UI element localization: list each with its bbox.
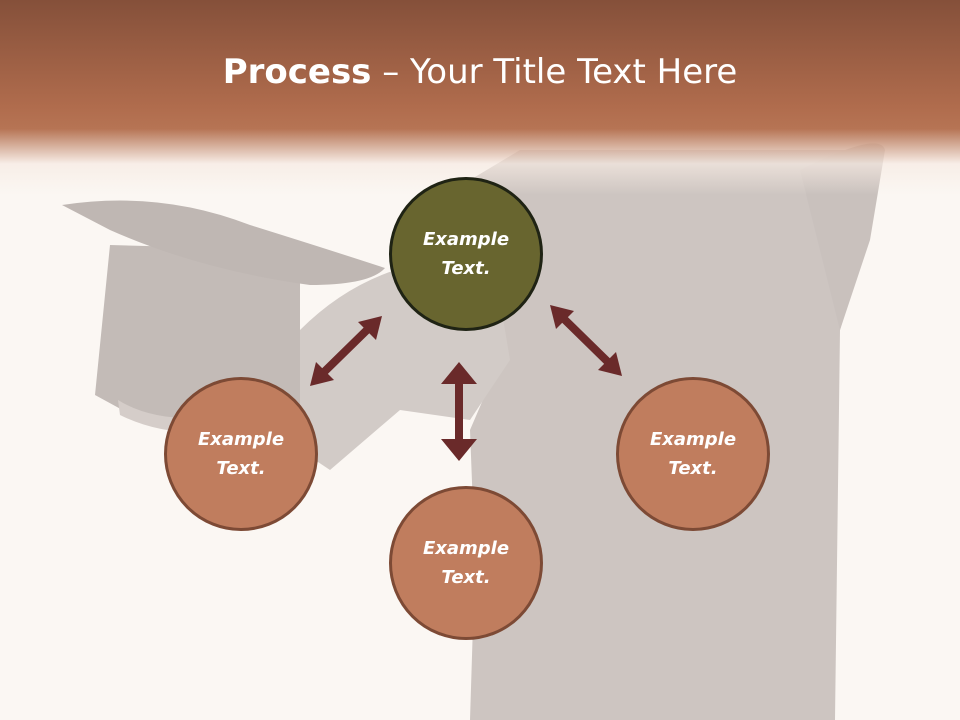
node-right: Example Text. [616,377,770,531]
arrow-center-left [310,316,382,386]
arrow-center-bottom [441,362,477,461]
node-center: Example Text. [389,177,543,331]
node-left-line2: Text. [216,458,266,479]
title-bold: Process [222,52,372,92]
node-right-line2: Text. [668,458,718,479]
node-center-line2: Text. [441,258,491,279]
slide-title: Process – Your Title Text Here [0,52,960,92]
arrow-center-right [550,305,622,376]
node-bottom-line1: Example [422,538,510,559]
node-left: Example Text. [164,377,318,531]
node-bottom: Example Text. [389,486,543,640]
node-left-line1: Example [197,429,285,450]
node-center-line1: Example [422,229,510,250]
title-rest: – Your Title Text Here [371,52,738,92]
header-band [0,0,960,195]
node-bottom-line2: Text. [441,567,491,588]
node-right-line1: Example [649,429,737,450]
